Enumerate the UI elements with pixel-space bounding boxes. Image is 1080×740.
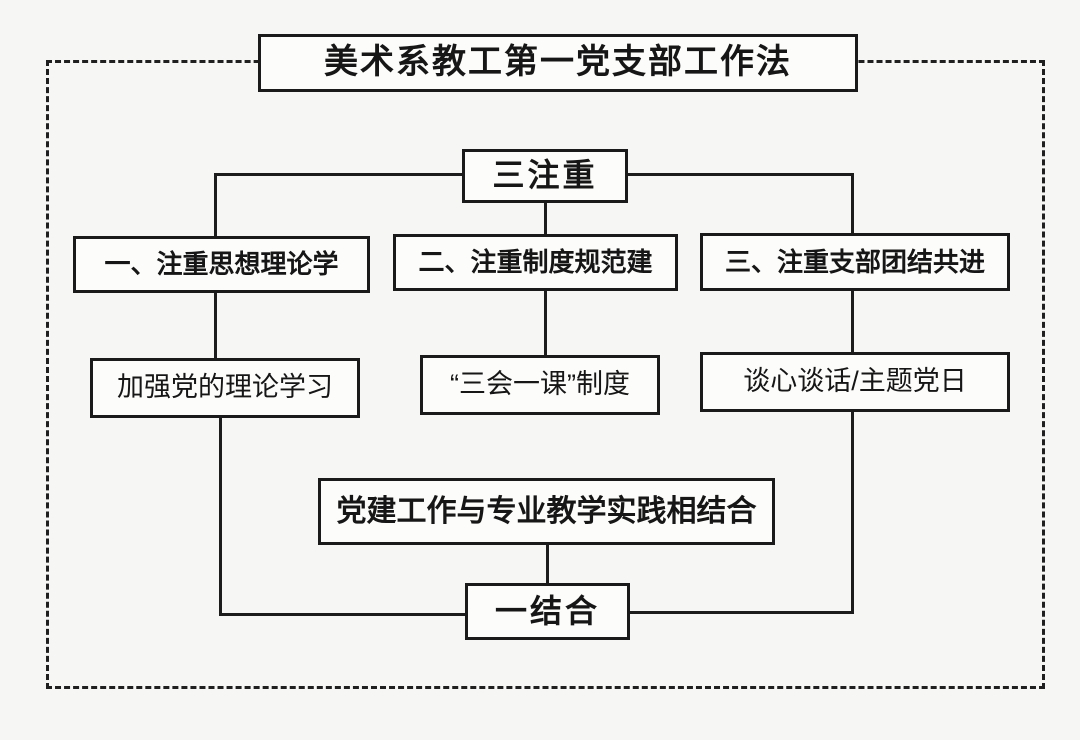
node-one-combination: 一结合 [465,583,630,640]
connector-top-left-horizontal [215,173,462,176]
connector-bottom-right-horizontal [630,611,854,614]
connector-col3-heading-detail [851,290,854,352]
connector-integration-bottom-vertical [546,544,549,583]
node-heading-2: 二、注重制度规范建 [393,234,678,291]
node-heading-2-label: 二、注重制度规范建 [418,247,653,278]
node-heading-1: 一、注重思想理论学 [73,236,370,293]
connector-top-middle-vertical [544,202,547,234]
node-heading-3-label: 三、注重支部团结共进 [724,246,985,277]
diagram-title-box: 美术系教工第一党支部工作法 [258,34,858,92]
node-integration-label: 党建工作与专业教学实践相结合 [336,495,757,528]
connector-top-left-vertical [214,173,217,236]
node-detail-1-label: 加强党的理论学习 [117,372,333,403]
node-detail-2: “三会一课”制度 [420,355,660,415]
connector-col1-down-vertical [219,417,222,616]
connector-col2-heading-detail [544,290,547,355]
connector-col1-heading-detail [214,292,217,358]
node-heading-1-label: 一、注重思想理论学 [104,249,339,280]
node-detail-3-label: 谈心谈话/主题党日 [743,366,967,397]
diagram-title: 美术系教工第一党支部工作法 [324,43,792,82]
node-detail-3: 谈心谈话/主题党日 [700,352,1010,412]
node-three-emphases-label: 三注重 [492,157,598,194]
connector-top-right-vertical [851,173,854,233]
connector-col3-down-vertical [851,411,854,614]
node-three-emphases: 三注重 [462,149,628,203]
node-heading-3: 三、注重支部团结共进 [700,233,1010,291]
connector-top-right-horizontal [628,173,853,176]
node-detail-2-label: “三会一课”制度 [450,369,630,400]
node-detail-1: 加强党的理论学习 [90,358,360,418]
node-one-combination-label: 一结合 [494,592,600,629]
node-integration: 党建工作与专业教学实践相结合 [318,478,775,545]
connector-bottom-left-horizontal [219,613,465,616]
